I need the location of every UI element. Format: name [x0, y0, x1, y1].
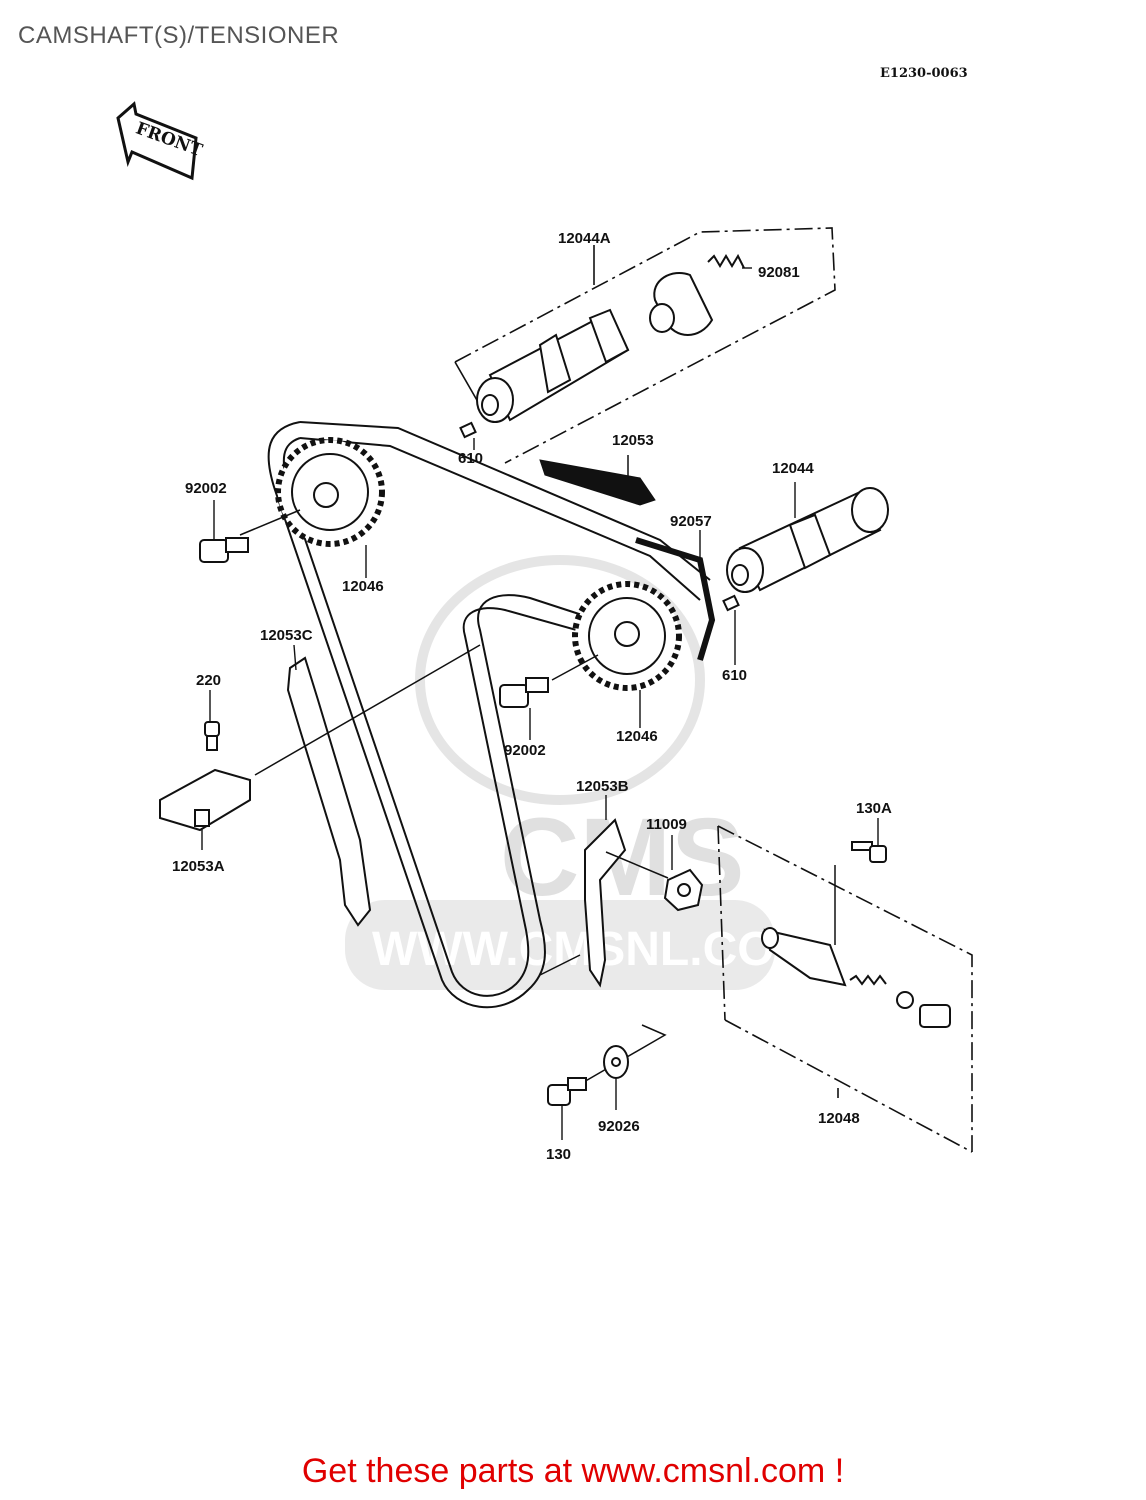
part-92057[interactable]: 92057: [670, 513, 712, 530]
watermark-banner: [345, 900, 775, 990]
part-12046-left[interactable]: 12046: [342, 578, 384, 595]
bolt-220: [204, 721, 220, 751]
part-220[interactable]: 220: [196, 672, 222, 689]
part-130[interactable]: 130: [546, 1146, 572, 1163]
part-12046-center[interactable]: 12046: [616, 728, 658, 745]
part-12048[interactable]: 12048: [818, 1110, 860, 1127]
gasket: [663, 868, 704, 912]
part-12053A[interactable]: 12053A: [172, 858, 225, 875]
diagram-reference: E1230-0063: [880, 66, 968, 81]
camshaft: [722, 487, 889, 612]
tensioner: [761, 927, 951, 1028]
front-direction-arrow: FRONT: [116, 101, 205, 181]
part-92081[interactable]: 92081: [758, 264, 800, 281]
part-92002-left[interactable]: 92002: [185, 480, 227, 497]
footer-link[interactable]: Get these parts at www.cmsnl.com !: [301, 1452, 845, 1490]
bolt-130a: [851, 841, 887, 863]
leader-lines: [201, 267, 879, 1140]
part-92002-center[interactable]: 92002: [504, 742, 546, 759]
sprocket-left: [275, 437, 385, 547]
part-12044[interactable]: 12044: [772, 460, 814, 477]
part-11009[interactable]: 11009: [646, 816, 687, 833]
chain-guide-top: [539, 459, 656, 506]
chain-guide-a: [159, 768, 251, 832]
chain-guide-b: [584, 818, 627, 988]
bolt-left: [199, 537, 249, 563]
page-title: CAMSHAFT(S)/TENSIONER: [18, 22, 340, 49]
part-12053C[interactable]: 12053C: [260, 627, 313, 644]
part-130A[interactable]: 130A: [856, 800, 892, 817]
chain-guide-c: [286, 656, 372, 927]
camshaft-a-group-box: [454, 227, 836, 464]
tensioner-group-box: [717, 825, 973, 1153]
part-12044A[interactable]: 12044A: [558, 230, 611, 247]
part-92026[interactable]: 92026: [598, 1118, 640, 1135]
bolt-130: [547, 1077, 587, 1106]
spring: [707, 253, 745, 269]
part-12053[interactable]: 12053: [612, 432, 654, 449]
watermark-brand: CMS: [500, 796, 744, 919]
sprocket-center: [572, 581, 682, 691]
camshaft-a: [459, 272, 714, 439]
bolt-center: [499, 677, 549, 708]
cam-chain: [267, 421, 716, 1009]
washer: [603, 1045, 629, 1079]
part-610-upper[interactable]: 610: [458, 450, 484, 467]
part-12053B[interactable]: 12053B: [576, 778, 629, 795]
part-610-right[interactable]: 610: [722, 667, 748, 684]
